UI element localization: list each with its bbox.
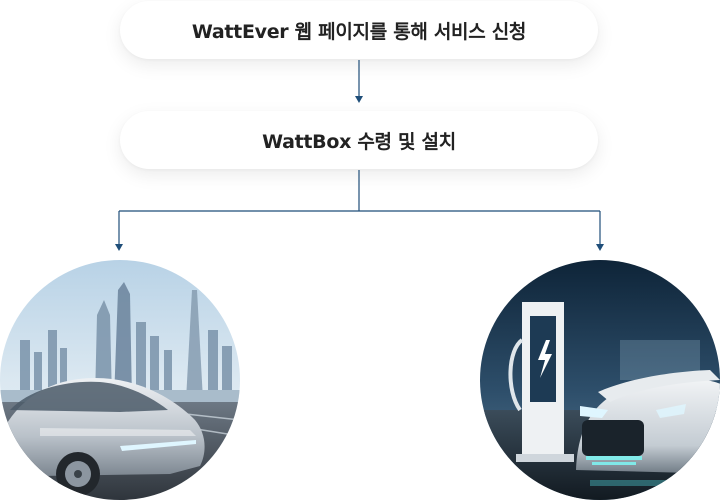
step-label-apply: WattEver 웹 페이지를 통해 서비스 신청 xyxy=(191,20,527,43)
step-label-install: WattBox 수령 및 설치 xyxy=(262,130,456,153)
arrowhead-down-1 xyxy=(355,96,363,103)
step-box-install: WattBox 수령 및 설치 xyxy=(120,111,598,169)
futuristic-car-city-image xyxy=(0,260,240,500)
ev-charger-car-image xyxy=(480,260,720,500)
step-box-apply: WattEver 웹 페이지를 통해 서비스 신청 xyxy=(120,1,598,59)
arrowhead-right xyxy=(596,244,604,251)
arrowhead-left xyxy=(115,244,123,251)
